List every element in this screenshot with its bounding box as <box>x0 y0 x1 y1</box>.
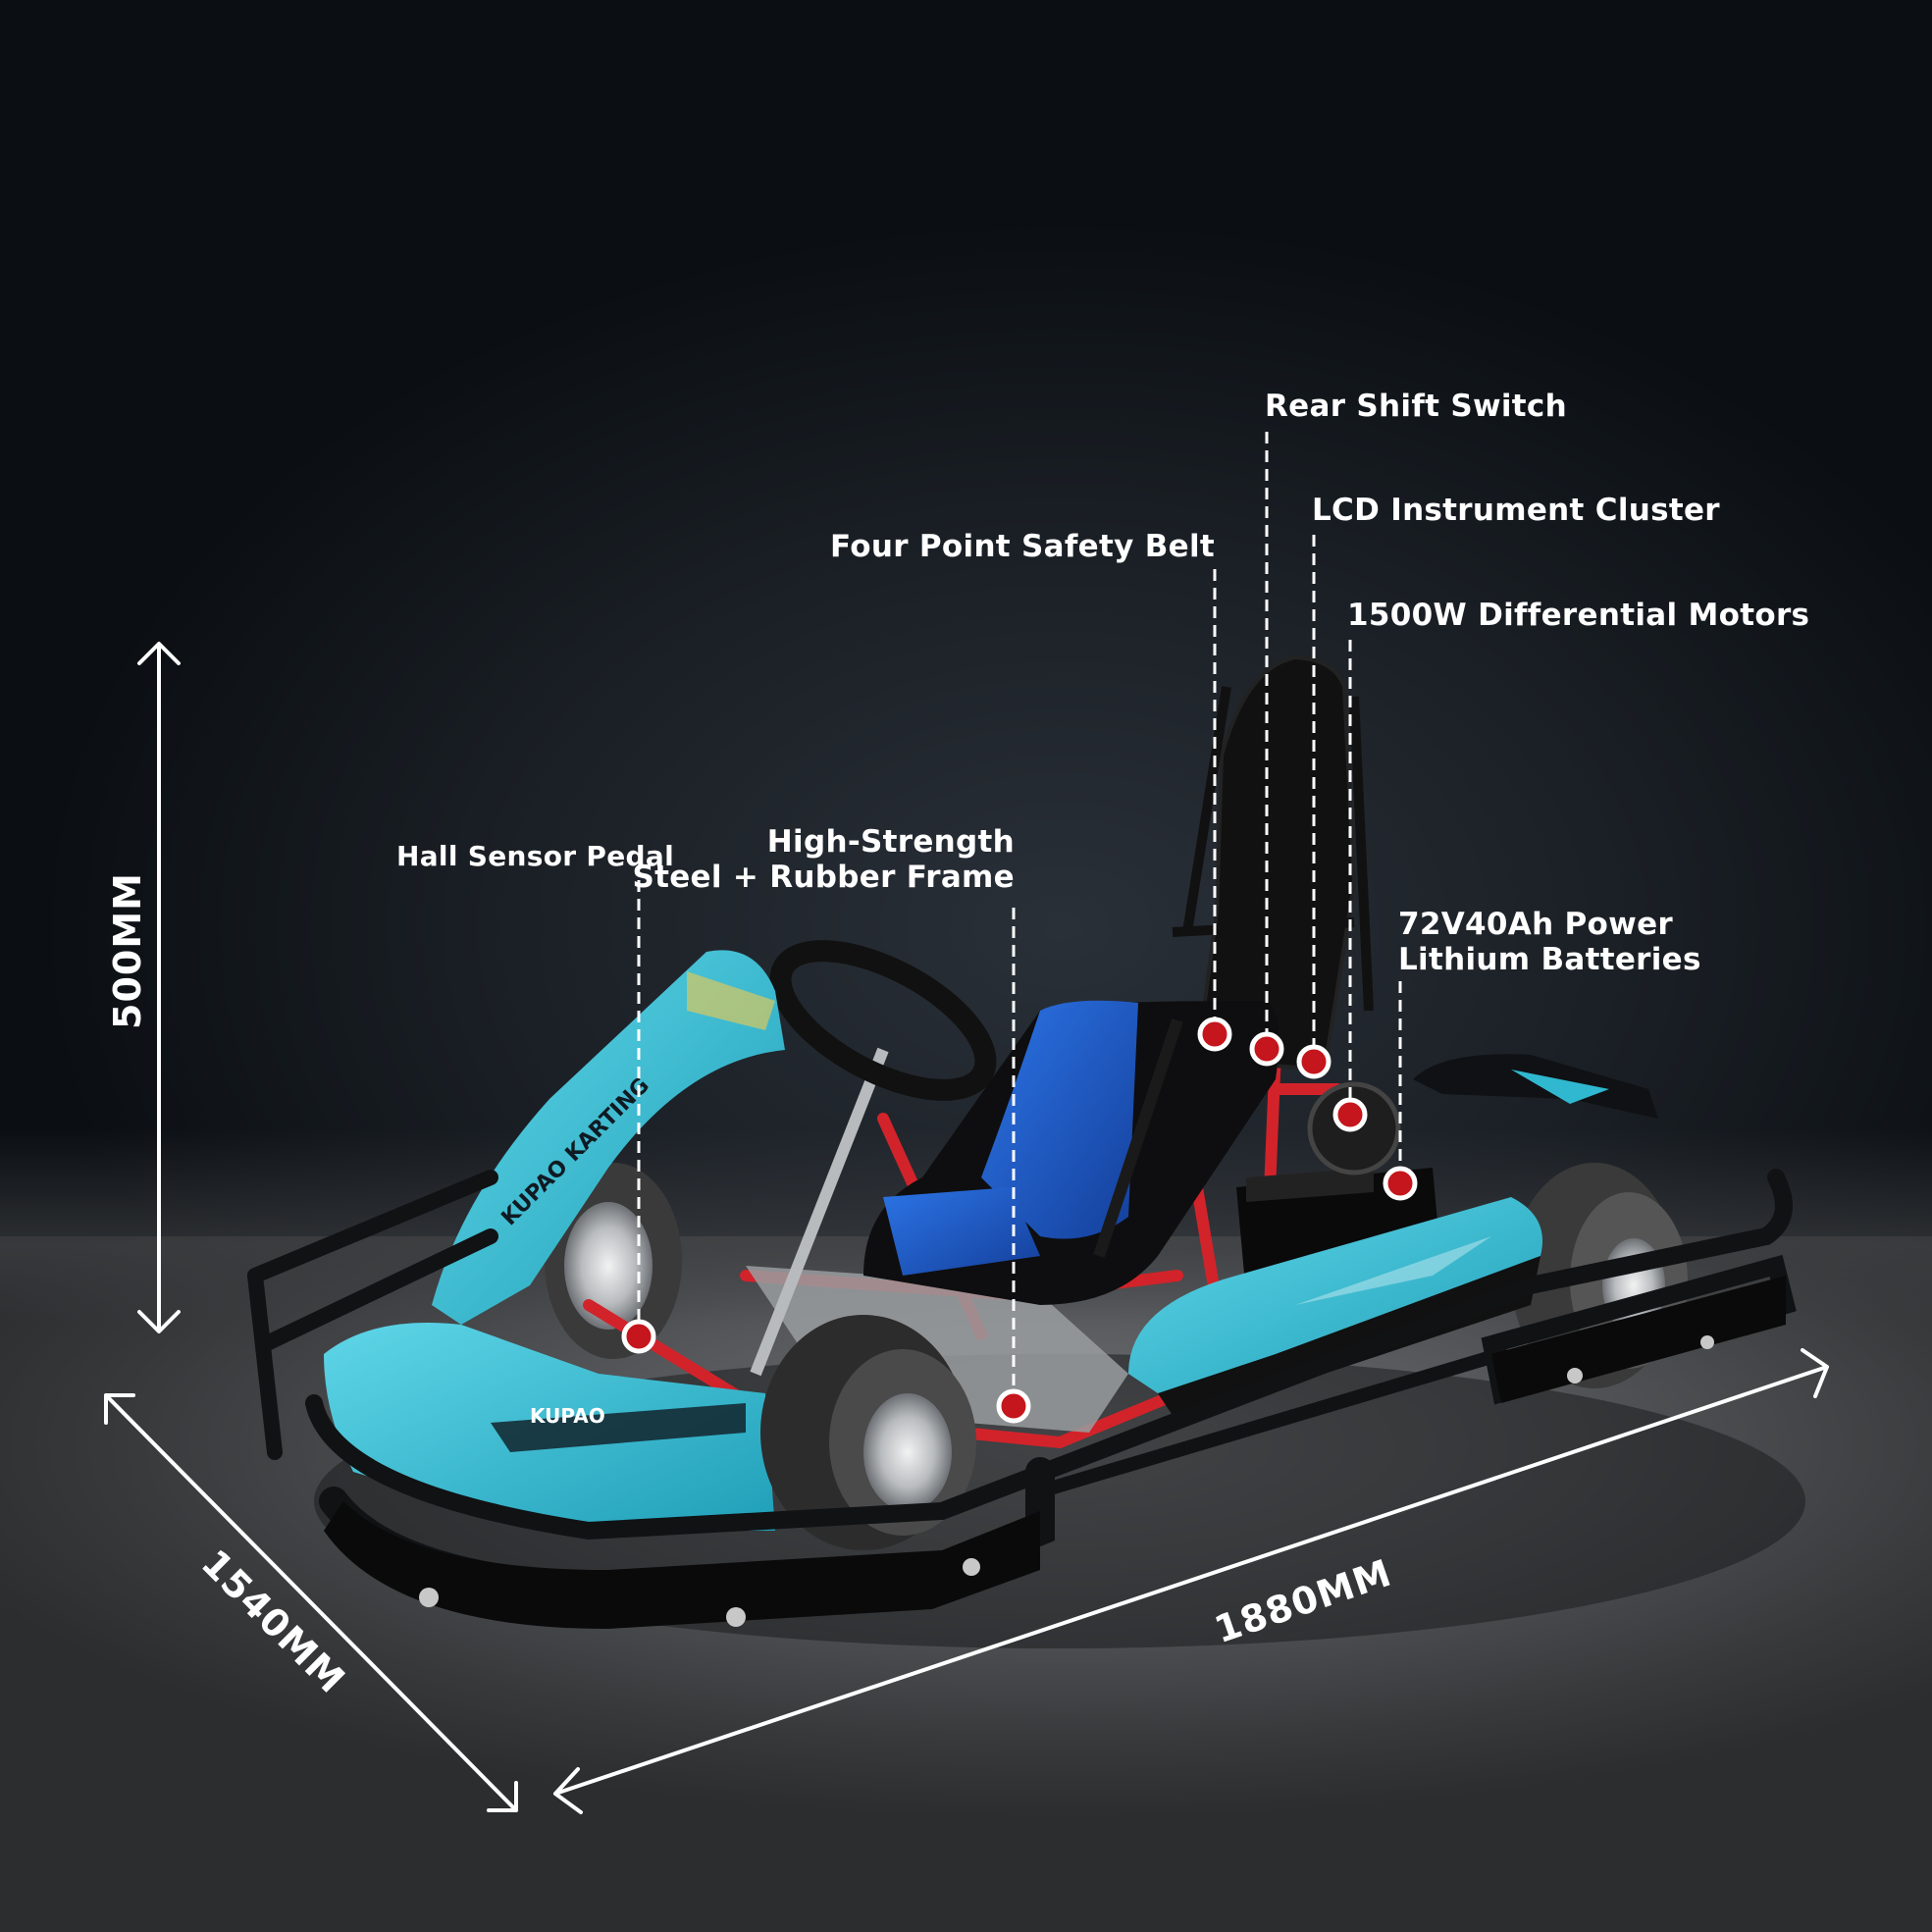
marker-differential-motors <box>1332 1097 1368 1132</box>
seat <box>863 1000 1279 1305</box>
label-batteries-line1: 72V40Ah Power <box>1398 907 1673 942</box>
side-pod-right <box>1128 1197 1542 1423</box>
markers <box>621 1017 1418 1424</box>
label-four-point-safety-belt: Four Point Safety Belt <box>830 529 1215 564</box>
label-batteries-line2: Lithium Batteries <box>1398 942 1701 977</box>
width-arrow <box>104 1393 518 1812</box>
height-arrow <box>137 642 181 1333</box>
marker-batteries <box>1383 1166 1418 1201</box>
marker-hall-sensor-pedal <box>621 1319 656 1354</box>
front-nose: KUPAO KARTING KUPAO <box>324 950 785 1531</box>
dimension-arrows <box>104 642 1829 1814</box>
front-wheel-right <box>760 1315 976 1550</box>
label-frame: High-Strength Steel + Rubber Frame <box>632 824 1015 895</box>
length-arrow <box>553 1348 1829 1814</box>
rear-spoiler <box>1413 1054 1658 1119</box>
bumper-bolts <box>419 1335 1714 1627</box>
label-lcd-instrument-cluster: LCD Instrument Cluster <box>1312 493 1720 528</box>
bumper-brand-text: KUPAO <box>530 1404 605 1428</box>
label-frame-line1: High-Strength <box>766 824 1015 860</box>
label-frame-line2: Steel + Rubber Frame <box>632 860 1015 895</box>
marker-rear-shift-switch <box>1249 1031 1284 1067</box>
dimension-height-label: 500MM <box>106 872 149 1029</box>
leader-lines <box>637 432 1402 1405</box>
label-differential-motors: 1500W Differential Motors <box>1347 598 1810 633</box>
marker-four-point-safety-belt <box>1197 1017 1232 1052</box>
marker-lcd-instrument-cluster <box>1296 1044 1332 1079</box>
label-hall-sensor-pedal: Hall Sensor Pedal <box>396 840 674 872</box>
steering <box>750 940 997 1377</box>
label-rear-shift-switch: Rear Shift Switch <box>1265 389 1567 424</box>
side-rubber-bumper <box>1491 1276 1786 1403</box>
label-batteries: 72V40Ah Power Lithium Batteries <box>1398 907 1701 977</box>
front-rubber-bumper <box>324 1501 1040 1629</box>
marker-frame <box>996 1388 1031 1424</box>
